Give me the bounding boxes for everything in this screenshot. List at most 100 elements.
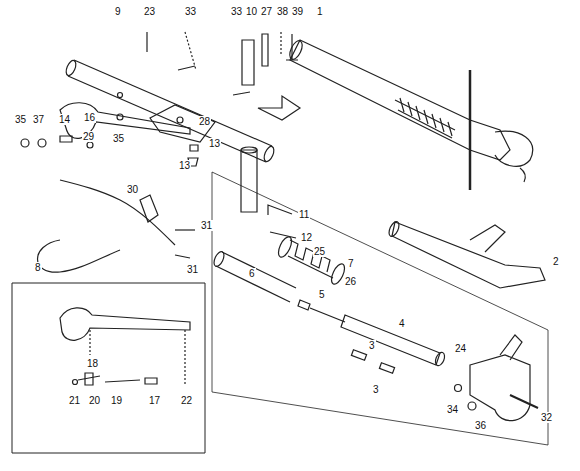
callout-number: 32 [540, 412, 553, 423]
pin [379, 363, 394, 373]
coupling-body [470, 355, 530, 421]
callout-number: 16 [83, 112, 96, 123]
callout-number: 2 [552, 256, 560, 267]
mounting-plate [150, 105, 215, 142]
leader-line [185, 32, 196, 70]
rod-end [298, 300, 310, 310]
callout-number: 12 [300, 232, 313, 243]
washer [21, 139, 29, 147]
hole [177, 117, 183, 123]
damper-end [434, 351, 447, 367]
inner-tube [212, 250, 296, 302]
callout-number: 7 [347, 258, 355, 269]
callout-number: 34 [446, 404, 459, 415]
inset-lever [60, 308, 190, 385]
handle-pin [469, 70, 472, 190]
callout-number: 33 [184, 6, 197, 17]
pin [351, 350, 366, 360]
tube-edge [216, 266, 290, 302]
callout-number: 29 [82, 131, 95, 142]
hole [118, 93, 123, 98]
callout-number: 35 [14, 114, 27, 125]
clamp [276, 235, 294, 259]
callout-number: 31 [200, 220, 213, 231]
callout-number: 24 [454, 343, 467, 354]
callout-number: 1 [316, 6, 324, 17]
damper-cylinder [341, 315, 440, 365]
cable [60, 180, 175, 245]
callout-number: 3 [368, 340, 376, 351]
coupling-housing [287, 39, 532, 190]
rod [270, 232, 296, 238]
callout-number: 31 [186, 264, 199, 275]
leader-line [184, 330, 185, 385]
callout-number: 37 [32, 114, 45, 125]
tube-edge [222, 252, 296, 288]
post-top [242, 40, 254, 85]
callout-number: 39 [291, 6, 304, 17]
callout-number: 36 [474, 420, 487, 431]
coupling-head [387, 220, 545, 288]
housing-body [290, 40, 510, 160]
nut-34 [455, 385, 462, 392]
housing-end [287, 39, 305, 61]
drawbar-tube [64, 59, 276, 163]
clip [73, 380, 78, 385]
callout-number: 10 [245, 6, 258, 17]
callout-number: 20 [88, 395, 101, 406]
handle [500, 335, 522, 360]
cable-parts [78, 376, 157, 384]
bellows-folds [400, 98, 452, 136]
callout-number: 22 [180, 395, 193, 406]
pin [60, 136, 72, 142]
callout-number: 5 [318, 289, 326, 300]
callout-number: 13 [208, 138, 221, 149]
washer-36 [468, 402, 476, 410]
bracket [258, 96, 300, 120]
head-body [392, 222, 545, 288]
callout-number: 13 [178, 160, 191, 171]
callout-number: 4 [398, 318, 406, 329]
post-end [241, 147, 257, 153]
tube-end [262, 145, 276, 163]
inset-frame [12, 283, 205, 453]
bolt [146, 32, 147, 52]
callout-number: 33 [230, 6, 243, 17]
callout-number: 28 [198, 116, 211, 127]
callout-number: 11 [298, 209, 310, 220]
callout-number: 27 [260, 6, 273, 17]
bracket-30 [140, 195, 158, 222]
vertical-post [241, 40, 257, 212]
bolt-32 [510, 395, 538, 408]
callout-number: 21 [68, 395, 81, 406]
brake-cable [38, 240, 121, 272]
callout-number: 19 [110, 395, 123, 406]
pin-31 [175, 229, 195, 230]
pin-31 [175, 255, 190, 258]
hand-brake-lever [21, 103, 198, 258]
callout-number: 35 [112, 133, 125, 144]
bellows-outline [395, 100, 455, 138]
nut [117, 114, 123, 120]
lever [60, 308, 190, 340]
cable [520, 168, 525, 182]
post-bottom [241, 150, 257, 212]
callout-number: 9 [114, 6, 122, 17]
callout-number: 17 [148, 395, 161, 406]
pin [178, 66, 250, 95]
leader-line [89, 330, 90, 355]
callout-number: 26 [344, 276, 357, 287]
piston-rod [310, 308, 345, 322]
hex-key [268, 205, 292, 215]
nut [38, 139, 46, 147]
group-frame [212, 172, 548, 445]
callout-number: 14 [58, 114, 71, 125]
bellows-edge [288, 256, 333, 278]
leader-line [280, 32, 281, 55]
handle [470, 225, 505, 252]
bolt-27 [262, 34, 268, 66]
callout-number: 25 [313, 246, 326, 257]
callout-number: 30 [126, 184, 139, 195]
